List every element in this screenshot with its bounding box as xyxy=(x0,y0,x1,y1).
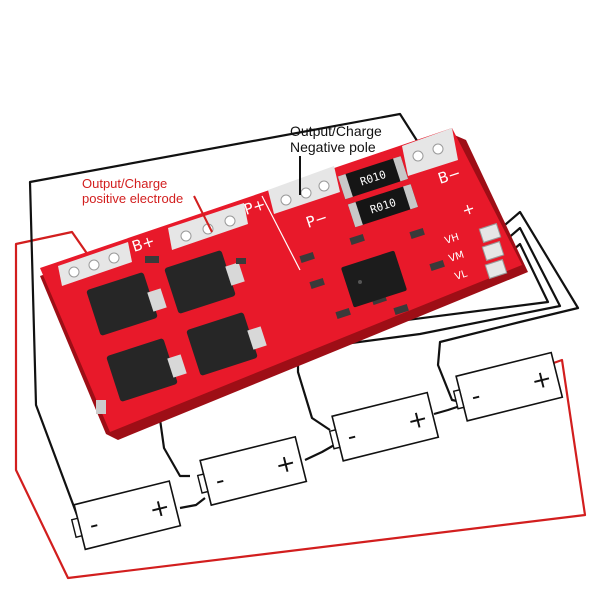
positive-annotation-line1: Output/Charge xyxy=(82,176,167,191)
pcb-board: R010 R010 B+ P+ P− B− + VH VM VL xyxy=(40,128,528,440)
silk-divider xyxy=(261,195,301,271)
negative-annotation-line1: Output/Charge xyxy=(290,123,382,139)
battery-cell-icon: - + xyxy=(328,391,440,462)
pad-holes xyxy=(68,143,444,278)
battery-cell-icon: - + xyxy=(196,435,308,507)
vm-tap-wire xyxy=(296,226,562,431)
battery-cell-icon: - + xyxy=(70,480,182,551)
pad-label-p-minus: P− xyxy=(304,208,330,232)
battery-cells: - + - + - + - + xyxy=(70,351,564,551)
negative-annotation-line2: Negative pole xyxy=(290,139,376,155)
positive-pointer-line xyxy=(193,195,213,233)
shunt-resistor-icon: R010 R010 xyxy=(337,156,419,228)
mosfet-chip-icon xyxy=(86,250,267,402)
negative-annotation: Output/Charge Negative pole xyxy=(290,123,382,155)
pad-label-plus: + xyxy=(460,199,478,220)
positive-annotation: Output/Charge positive electrode xyxy=(82,176,183,206)
vh-tap-wire xyxy=(436,210,580,404)
pad-label-p-plus: P+ xyxy=(242,195,268,219)
red-positive-wire xyxy=(14,230,587,580)
tap-label-vm: VM xyxy=(448,250,466,265)
series-link-1 xyxy=(179,497,206,510)
pad-strip-b-minus xyxy=(402,128,458,176)
balance-tap-pads xyxy=(478,222,508,280)
tap-label-vh: VH xyxy=(444,232,461,247)
series-link-2 xyxy=(304,443,337,461)
protection-ic-icon xyxy=(341,250,407,308)
tap-label-vl: VL xyxy=(454,268,470,282)
battery-cell-icon: - + xyxy=(452,351,564,422)
positive-annotation-line2: positive electrode xyxy=(82,191,183,206)
smd-components xyxy=(96,227,445,414)
series-link-3 xyxy=(433,404,461,416)
